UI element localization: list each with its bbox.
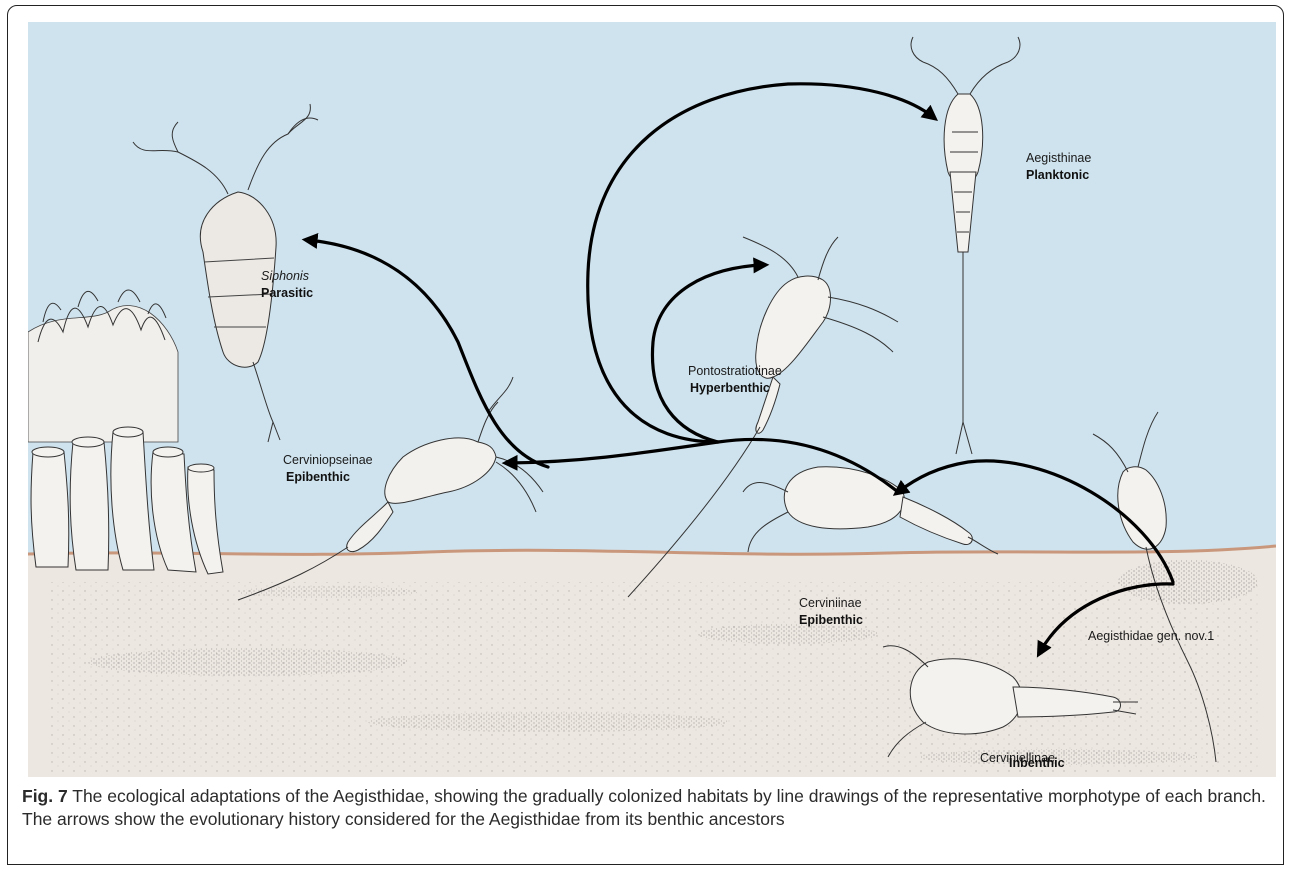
figure-caption: Fig. 7 The ecological adaptations of the… (22, 785, 1272, 831)
svg-text:Epibenthic: Epibenthic (799, 613, 863, 627)
habitat-illustration: Siphonis Parasitic Cerviniopseinae Epibe… (28, 22, 1276, 777)
svg-text:Parasitic: Parasitic (261, 286, 313, 300)
svg-text:Inbenthic: Inbenthic (1009, 756, 1065, 770)
label-aegisthidae-gen-nov: Aegisthidae gen. nov.1 (1088, 629, 1214, 643)
svg-text:Hyperbenthic: Hyperbenthic (690, 381, 770, 395)
caption-text: The ecological adaptations of the Aegist… (22, 786, 1266, 829)
svg-text:Siphonis: Siphonis (261, 269, 309, 283)
svg-text:Cerviniopseinae: Cerviniopseinae (283, 453, 373, 467)
svg-text:Aegisthidae gen. nov.1: Aegisthidae gen. nov.1 (1088, 629, 1214, 643)
svg-text:Epibenthic: Epibenthic (286, 470, 350, 484)
figure-number: Fig. 7 (22, 786, 68, 806)
svg-text:Cerviniinae: Cerviniinae (799, 596, 862, 610)
svg-text:Aegisthinae: Aegisthinae (1026, 151, 1091, 165)
svg-text:Planktonic: Planktonic (1026, 168, 1089, 182)
sediment-stipple (48, 560, 1258, 772)
svg-text:Pontostratiotinae: Pontostratiotinae (688, 364, 782, 378)
